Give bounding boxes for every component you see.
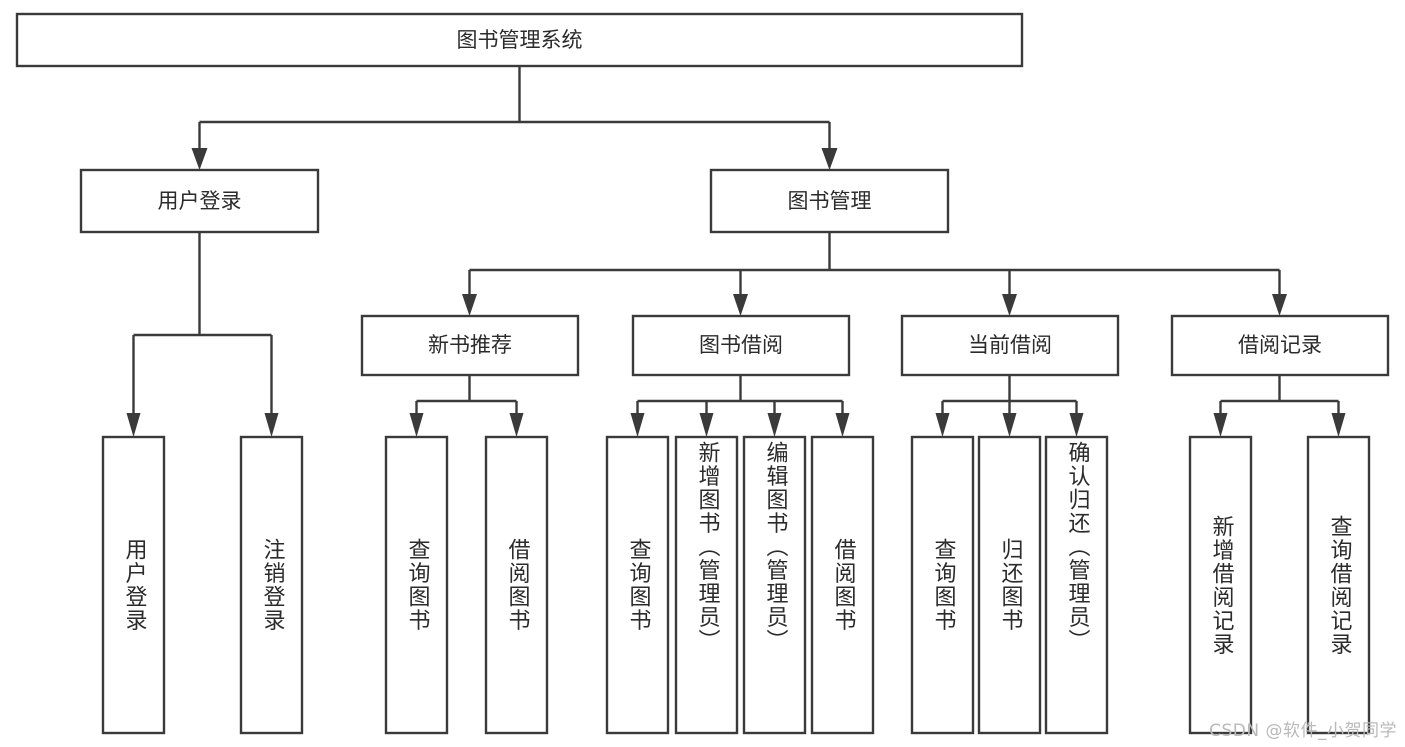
arrow-cb-leaf-1 <box>935 413 950 437</box>
arrow-bb-leaf-3 <box>767 413 782 437</box>
connector-group-borrow-record <box>1213 375 1346 437</box>
leaf-box-borrow-book-1[interactable] <box>484 435 549 735</box>
csdn-watermark: CSDN @软件_小贺同学 <box>1209 721 1397 741</box>
node-new-book-recommend[interactable]: 新书推荐 <box>360 314 580 377</box>
node-borrow-record[interactable]: 借阅记录 <box>1170 314 1390 377</box>
node-book-management-box <box>709 168 950 234</box>
node-book-management[interactable]: 图书管理 <box>709 168 950 234</box>
arrow-br-leaf-1 <box>1213 413 1228 437</box>
connector-group-current-borrow <box>935 375 1084 437</box>
arrow-bm-to-borrow-record <box>1272 294 1287 316</box>
arrow-nbr-leaf-1 <box>409 413 424 437</box>
leaf-box-confirm-return[interactable] <box>1044 435 1109 735</box>
arrow-cb-leaf-3 <box>1069 413 1084 437</box>
node-new-book-recommend-box <box>360 314 580 377</box>
leaf-box-return-book[interactable] <box>977 435 1042 735</box>
arrow-root-to-book-management <box>821 148 838 170</box>
arrow-user-login-leaf-1 <box>126 413 141 437</box>
arrow-nbr-leaf-2 <box>509 413 524 437</box>
leaf-box-query-book-1[interactable] <box>384 435 449 735</box>
node-borrow-record-label: 借阅记录 <box>1238 333 1322 357</box>
node-user-login-label: 用户登录 <box>158 189 242 213</box>
arrow-bm-to-new-book-recommend <box>462 294 477 316</box>
node-borrow-record-box <box>1170 314 1390 377</box>
connector-group-book-management <box>462 232 1287 316</box>
arrow-user-login-leaf-2 <box>264 413 279 437</box>
node-book-borrow-label: 图书借阅 <box>699 333 783 357</box>
arrow-bb-leaf-2 <box>699 413 714 437</box>
leaf-box-add-book[interactable] <box>674 435 739 735</box>
node-book-management-label: 图书管理 <box>788 189 872 213</box>
node-root-book-management-system[interactable]: 图书管理系统 <box>15 12 1024 68</box>
node-new-book-recommend-label: 新书推荐 <box>428 333 512 357</box>
connector-group-user-login <box>126 232 279 437</box>
node-book-borrow-box <box>631 314 851 377</box>
arrow-root-to-user-login <box>191 148 208 170</box>
arrow-cb-leaf-2 <box>1002 413 1017 437</box>
node-user-login-box <box>79 168 320 234</box>
node-root-label: 图书管理系统 <box>457 28 583 52</box>
connector-group-root <box>191 66 838 170</box>
arrow-bm-to-book-borrow <box>733 294 748 316</box>
arrow-br-leaf-2 <box>1331 413 1346 437</box>
leaf-box-query-record[interactable] <box>1306 435 1371 735</box>
node-root-box <box>15 12 1024 68</box>
node-user-login[interactable]: 用户登录 <box>79 168 320 234</box>
leaf-box-borrow-book-2[interactable] <box>810 435 875 735</box>
node-current-borrow[interactable]: 当前借阅 <box>900 314 1120 377</box>
node-current-borrow-label: 当前借阅 <box>968 333 1052 357</box>
leaf-box-add-record[interactable] <box>1188 435 1253 735</box>
node-book-borrow[interactable]: 图书借阅 <box>631 314 851 377</box>
arrow-bb-leaf-1 <box>630 413 645 437</box>
leaf-box-user-login[interactable] <box>101 435 166 735</box>
leaf-box-query-book-3[interactable] <box>910 435 975 735</box>
leaf-box-query-book-2[interactable] <box>605 435 670 735</box>
leaf-box-edit-book[interactable] <box>742 435 807 735</box>
connector-group-new-book-recommend <box>409 375 524 437</box>
node-current-borrow-box <box>900 314 1120 377</box>
arrow-bm-to-current-borrow <box>1002 294 1017 316</box>
connector-group-book-borrow <box>630 375 850 437</box>
leaf-box-user-logout[interactable] <box>239 435 304 735</box>
arrow-bb-leaf-4 <box>835 413 850 437</box>
